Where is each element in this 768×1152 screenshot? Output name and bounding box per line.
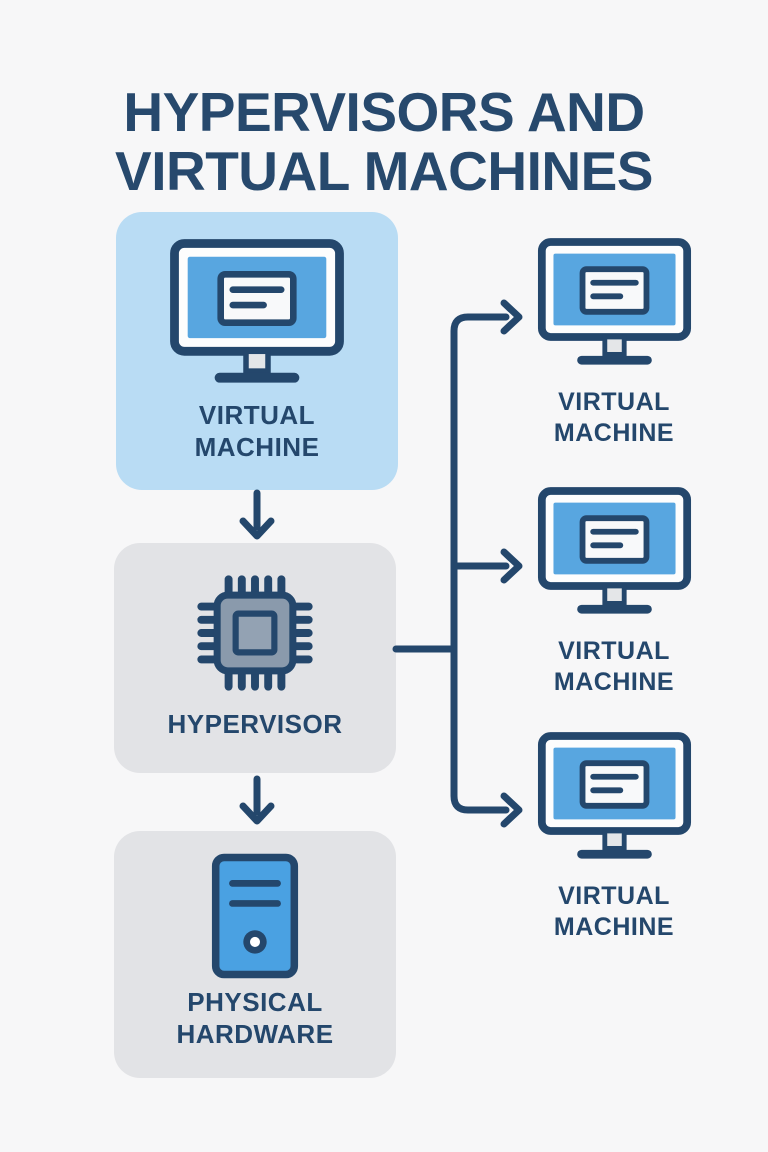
virtual-machine-item: VIRTUAL MACHINE: [509, 237, 719, 450]
virtual-machine-label: VIRTUAL MACHINE: [553, 882, 675, 942]
down-arrow-icon: [239, 775, 275, 825]
virtual-machine-label: VIRTUAL MACHINE: [553, 637, 675, 697]
hypervisor-box: HYPERVISOR: [114, 543, 396, 773]
physical-hardware-box: PHYSICAL HARDWARE: [114, 831, 396, 1078]
monitor-icon: [537, 731, 692, 867]
down-arrow-icon: [239, 489, 275, 540]
cpu-chip-icon: [189, 567, 321, 699]
virtual-machine-item: VIRTUAL MACHINE: [509, 486, 719, 699]
monitor-icon: [537, 486, 692, 622]
virtual-machine-item: VIRTUAL MACHINE: [509, 731, 719, 944]
page-title: HYPERVISORS AND VIRTUAL MACHINES: [115, 80, 653, 203]
virtual-machine-label: VIRTUAL MACHINE: [194, 400, 320, 462]
monitor-icon: [169, 238, 345, 392]
physical-hardware-label: PHYSICAL HARDWARE: [176, 987, 334, 1049]
virtual-machine-label: VIRTUAL MACHINE: [553, 388, 675, 448]
monitor-icon: [537, 237, 692, 373]
hypervisor-label: HYPERVISOR: [167, 709, 343, 739]
server-tower-icon: [209, 853, 301, 979]
virtual-machine-box: VIRTUAL MACHINE: [116, 212, 398, 490]
